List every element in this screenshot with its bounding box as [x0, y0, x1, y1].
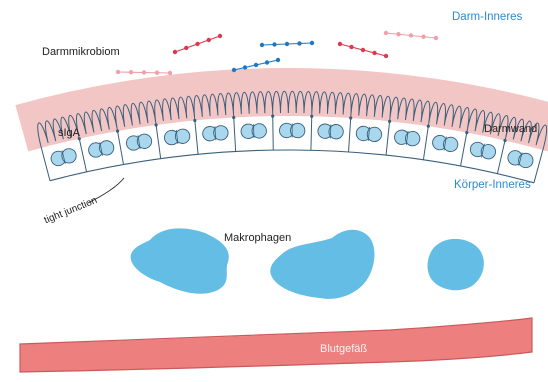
- bacterium: [361, 48, 365, 52]
- cell-nucleus-pair: [431, 134, 458, 152]
- cell-nucleus-pair: [394, 129, 421, 146]
- bacterium: [195, 42, 199, 46]
- tight-junction-dot: [154, 123, 157, 126]
- bacterium: [155, 71, 159, 75]
- tight-junction-dot: [116, 129, 119, 132]
- cell-nucleus-pair: [356, 126, 383, 142]
- epithelium-left-edge: [41, 145, 50, 181]
- bacterium: [384, 31, 388, 35]
- bacterium: [265, 60, 269, 64]
- bacterium: [116, 70, 120, 74]
- tight-junction-dot: [388, 120, 391, 123]
- cell-nucleus-pair: [241, 123, 267, 138]
- cell-boundary: [423, 123, 428, 160]
- bacterium: [338, 42, 342, 46]
- tight-junction-dot: [503, 139, 506, 142]
- cell-nucleus-pair: [202, 125, 228, 141]
- bacterium: [168, 71, 172, 75]
- cell-boundary: [79, 136, 87, 172]
- bacterium: [260, 43, 264, 47]
- nucleus-divider: [253, 124, 254, 138]
- bacterium: [243, 65, 247, 69]
- cell-boundary: [386, 118, 390, 155]
- label-darm-inneres: Darm-Inneres: [452, 12, 522, 24]
- cell-nucleus-pair: [279, 123, 304, 138]
- bacterium: [142, 70, 146, 74]
- bacterium: [272, 42, 276, 46]
- bacterium: [297, 41, 301, 45]
- cell-boundary: [497, 138, 505, 174]
- bacterium: [396, 32, 400, 36]
- macrophage: [131, 228, 229, 293]
- bacterium: [434, 36, 438, 40]
- tight-junction-dot: [232, 116, 235, 119]
- cell-nucleus-pair: [50, 147, 78, 167]
- tight-junction-dot: [310, 115, 313, 118]
- bacterium: [349, 45, 353, 49]
- tight-junction-dot: [271, 115, 274, 118]
- cell-nucleus-pair: [318, 124, 344, 140]
- tight-junction-dot: [465, 131, 468, 134]
- cell-boundary: [195, 117, 199, 154]
- blood-vessel-body: [20, 318, 532, 372]
- label-makrophagen: Makrophagen: [224, 233, 291, 244]
- cell-nucleus-pair: [87, 139, 115, 158]
- bacterium: [129, 70, 133, 74]
- bacterium: [372, 51, 376, 55]
- bacterium: [421, 35, 425, 39]
- bacterium: [310, 41, 314, 45]
- cell-nucleus-pair: [164, 128, 191, 145]
- label-koerper-inneres: Körper-Inneres: [454, 180, 531, 192]
- bacterium: [207, 38, 211, 42]
- label-blutgefaess: Blutgefäß: [320, 344, 367, 355]
- label-darmmikrobiom: Darmmikrobiom: [42, 47, 120, 58]
- bacterium: [254, 63, 258, 67]
- cell-nucleus-pair: [506, 149, 534, 169]
- macrophages: [131, 228, 484, 298]
- bacterium: [276, 58, 280, 62]
- bacterium: [409, 33, 413, 37]
- bacterium: [384, 54, 388, 58]
- cell-boundary: [234, 115, 236, 152]
- bacterium: [218, 34, 222, 38]
- tight-junction-dot: [349, 116, 352, 119]
- nucleus: [290, 123, 304, 137]
- bacterium: [232, 68, 236, 72]
- cell-nucleus-pair: [125, 133, 152, 151]
- cell-boundary: [311, 113, 312, 150]
- tight-junction-dot: [193, 119, 196, 122]
- cell-boundary: [117, 128, 123, 164]
- cell-boundary: [461, 130, 468, 166]
- macrophage: [428, 239, 484, 290]
- label-siga: sIgA: [58, 128, 80, 139]
- bacterium: [173, 50, 177, 54]
- bacterium: [285, 42, 289, 46]
- tight-junction-dot: [427, 125, 430, 128]
- basal-membrane-line: [50, 150, 534, 183]
- cell-nucleus-pair: [469, 141, 497, 160]
- blood-vessel: [20, 318, 532, 372]
- cell-boundary: [156, 122, 161, 159]
- bacterium: [184, 46, 188, 50]
- cell-boundary: [349, 115, 351, 152]
- label-darmwand: Darmwand: [484, 124, 537, 135]
- epithelium-right-edge: [534, 147, 544, 183]
- cell-boundary: [273, 113, 274, 150]
